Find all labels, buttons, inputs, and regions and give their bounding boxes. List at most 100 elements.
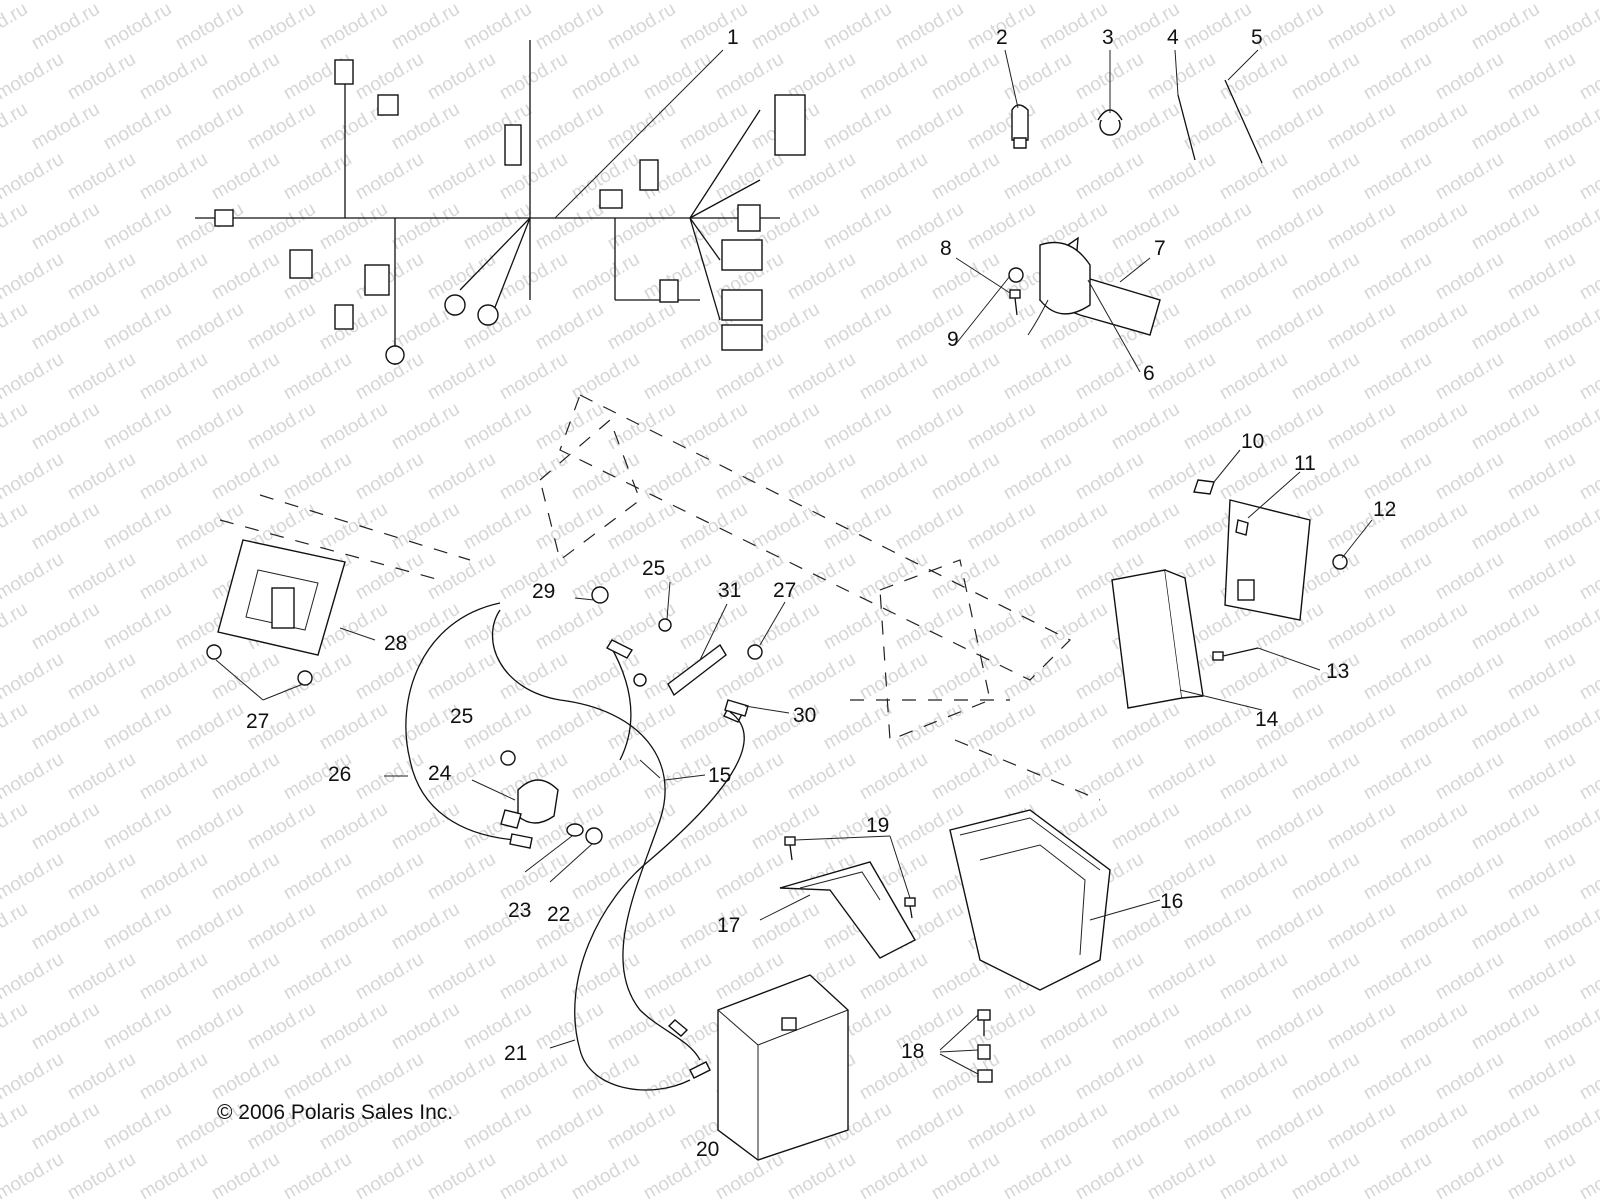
watermark-text: motod.ru: [1216, 649, 1291, 705]
watermark-text: motod.ru: [1324, 799, 1399, 855]
watermark-text: motod.ru: [496, 449, 571, 505]
watermark-text: motod.ru: [316, 499, 391, 555]
watermark-text: motod.ru: [1180, 0, 1255, 54]
watermark-text: motod.ru: [1252, 1099, 1327, 1155]
watermark-text: motod.ru: [64, 1049, 139, 1105]
watermark-text: motod.ru: [1540, 1099, 1600, 1155]
watermark-text: motod.ru: [1432, 449, 1507, 505]
callout-12: 12: [1373, 498, 1396, 521]
watermark-text: motod.ru: [1252, 99, 1327, 155]
watermark-text: motod.ru: [388, 999, 463, 1055]
watermark-text: motod.ru: [532, 599, 607, 655]
watermark-text: motod.ru: [1144, 49, 1219, 105]
watermark-text: motod.ru: [0, 799, 31, 855]
watermark-text: motod.ru: [1576, 749, 1600, 805]
watermark-text: motod.ru: [784, 649, 859, 705]
callout-7: 7: [1154, 237, 1166, 260]
watermark-text: motod.ru: [1576, 349, 1600, 405]
watermark-text: motod.ru: [712, 849, 787, 905]
watermark-text: motod.ru: [460, 499, 535, 555]
watermark-text: motod.ru: [1144, 749, 1219, 805]
watermark-text: motod.ru: [1288, 849, 1363, 905]
callout-10: 10: [1241, 430, 1264, 453]
watermark-text: motod.ru: [388, 899, 463, 955]
watermark-text: motod.ru: [316, 999, 391, 1055]
watermark-text: motod.ru: [352, 249, 427, 305]
watermark-text: motod.ru: [532, 199, 607, 255]
watermark-text: motod.ru: [604, 299, 679, 355]
watermark-text: motod.ru: [964, 399, 1039, 455]
watermark-text: motod.ru: [424, 0, 499, 4]
watermark-text: motod.ru: [64, 249, 139, 305]
watermark-text: motod.ru: [1324, 0, 1399, 54]
watermark-text: motod.ru: [1108, 1099, 1183, 1155]
watermark-text: motod.ru: [1540, 999, 1600, 1055]
watermark-text: motod.ru: [1108, 699, 1183, 755]
watermark-text: motod.ru: [136, 549, 211, 605]
callout-25b: 25: [450, 705, 473, 728]
watermark-text: motod.ru: [1468, 0, 1543, 54]
watermark-text: motod.ru: [1468, 599, 1543, 655]
watermark-text: motod.ru: [1540, 899, 1600, 955]
watermark-text: motod.ru: [1288, 749, 1363, 805]
watermark-text: motod.ru: [604, 699, 679, 755]
watermark-text: motod.ru: [1180, 299, 1255, 355]
watermark-text: motod.ru: [568, 949, 643, 1005]
watermark-text: motod.ru: [892, 1099, 967, 1155]
watermark-text: motod.ru: [388, 799, 463, 855]
watermark-text: motod.ru: [244, 299, 319, 355]
watermark-text: motod.ru: [1432, 0, 1507, 4]
watermark-text: motod.ru: [820, 399, 895, 455]
watermark-text: motod.ru: [568, 749, 643, 805]
watermark-text: motod.ru: [0, 349, 67, 405]
watermark-text: motod.ru: [820, 299, 895, 355]
watermark-text: motod.ru: [460, 399, 535, 455]
part-16-battery-box: [949, 809, 1111, 991]
watermark-text: motod.ru: [0, 549, 67, 605]
watermark-text: motod.ru: [280, 1049, 355, 1105]
watermark-text: motod.ru: [136, 1049, 211, 1105]
watermark-text: motod.ru: [64, 849, 139, 905]
part-10-label: [1193, 479, 1215, 495]
watermark-text: motod.ru: [1360, 749, 1435, 805]
watermark-text: motod.ru: [28, 699, 103, 755]
part-13-bolt: [1212, 647, 1259, 661]
watermark-text: motod.ru: [1072, 1049, 1147, 1105]
watermark-text: motod.ru: [496, 349, 571, 405]
watermark-text: motod.ru: [856, 49, 931, 105]
watermark-text: motod.ru: [856, 549, 931, 605]
watermark-text: motod.ru: [784, 249, 859, 305]
watermark-text: motod.ru: [496, 949, 571, 1005]
watermark-text: motod.ru: [820, 99, 895, 155]
watermark-text: motod.ru: [208, 749, 283, 805]
watermark-text: motod.ru: [748, 399, 823, 455]
part-18-hardware: [977, 1009, 993, 1083]
watermark-text: motod.ru: [1216, 0, 1291, 4]
watermark-text: motod.ru: [892, 0, 967, 54]
watermark-text: motod.ru: [172, 699, 247, 755]
watermark-text: motod.ru: [208, 0, 283, 4]
watermark-text: motod.ru: [1324, 399, 1399, 455]
watermark-text: motod.ru: [460, 99, 535, 155]
callout-5: 5: [1251, 26, 1263, 49]
watermark-text: motod.ru: [100, 999, 175, 1055]
watermark-text: motod.ru: [0, 949, 67, 1005]
watermark-text: motod.ru: [1576, 0, 1600, 4]
callout-20: 20: [696, 1138, 719, 1161]
watermark-text: motod.ru: [1072, 449, 1147, 505]
watermark-text: motod.ru: [28, 499, 103, 555]
callout-17: 17: [717, 914, 740, 937]
watermark-text: motod.ru: [856, 149, 931, 205]
watermark-text: motod.ru: [1468, 899, 1543, 955]
watermark-text: motod.ru: [280, 1149, 355, 1200]
watermark-text: motod.ru: [1324, 299, 1399, 355]
watermark-text: motod.ru: [1360, 849, 1435, 905]
watermark-text: motod.ru: [1576, 1049, 1600, 1105]
watermark-text: motod.ru: [1504, 649, 1579, 705]
watermark-text: motod.ru: [1540, 0, 1600, 54]
watermark-text: motod.ru: [1504, 549, 1579, 605]
watermark-text: motod.ru: [208, 949, 283, 1005]
watermark-text: motod.ru: [964, 499, 1039, 555]
callout-1: 1: [727, 26, 739, 49]
watermark-text: motod.ru: [532, 0, 607, 54]
